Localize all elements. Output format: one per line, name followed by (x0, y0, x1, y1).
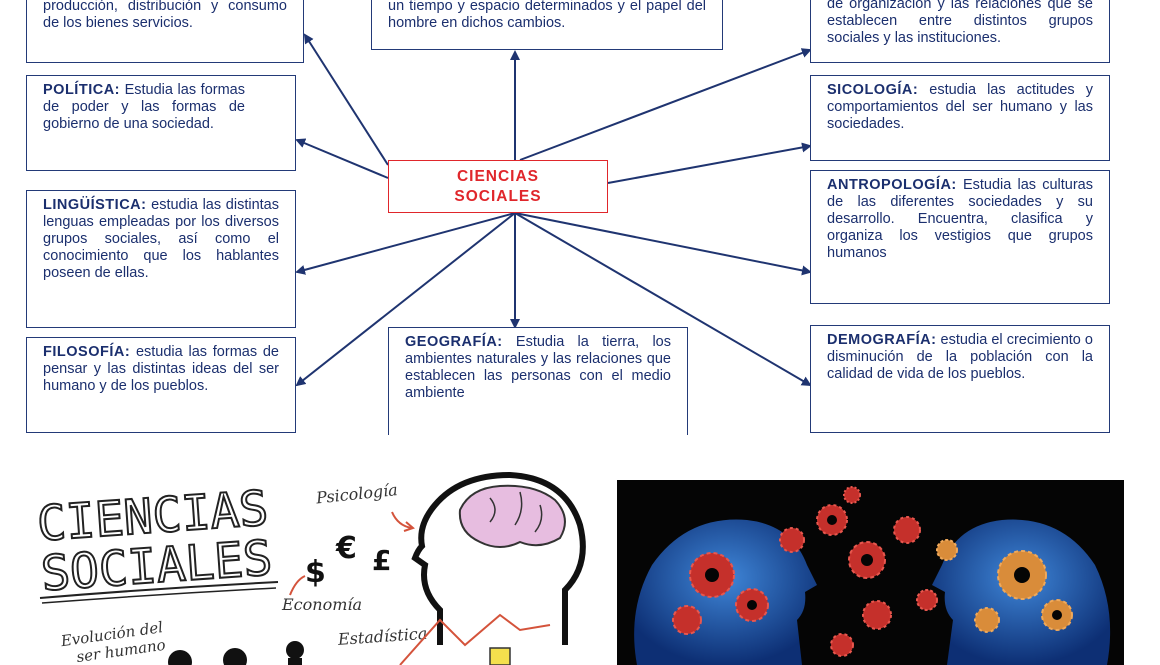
sketch-dollar-icon: $ (305, 555, 326, 590)
brain-icon (458, 484, 566, 548)
sketch-psicologia: Psicología (314, 480, 398, 508)
arrow-to-sociologia (519, 48, 812, 161)
box-politica: POLÍTICA: Estudia las formas de poder y … (26, 75, 296, 171)
linguistica-title: LINGÜÍSTICA: (43, 197, 147, 213)
person-silhouette-1 (168, 650, 192, 665)
statistics-chart-sketch (399, 613, 551, 665)
sketch-illustration: CIENCIAS SOCIALES Psicología € £ $ Econo… (20, 470, 590, 665)
gears-svg (634, 486, 1111, 665)
economia-text: producción, distribución y consumo de lo… (43, 0, 287, 31)
arrow-to-demografia (514, 212, 812, 387)
arrow-to-filosofia (295, 212, 516, 387)
center-line1: CIENCIAS (456, 168, 540, 185)
psicologia-arrow (391, 511, 413, 529)
arrow-to-sicologia (607, 142, 812, 184)
person-silhouette-2 (223, 648, 247, 665)
sketch-svg: CIENCIAS SOCIALES Psicología € £ $ Econo… (34, 471, 586, 665)
box-linguistica: LINGÜÍSTICA: estudia las distintas lengu… (26, 190, 296, 328)
box-filosofia: FILOSOFÍA: estudia las formas de pensar … (26, 337, 296, 433)
connector-arrows (295, 33, 812, 387)
box-historia: un tiempo y espacio determinados y el pa… (371, 0, 723, 50)
box-sociologia: de organización y las relaciones que se … (810, 0, 1110, 63)
arrow-to-linguistica (295, 212, 516, 275)
box-antropologia: ANTROPOLOGÍA: Estudia las culturas de la… (810, 170, 1110, 304)
center-ciencias-sociales: CIENCIAS SOCIALES (388, 160, 608, 213)
yellow-note (489, 647, 511, 665)
center-line2: SOCIALES (454, 188, 542, 205)
sketch-euro-icon: € (335, 531, 357, 566)
arrow-to-antropologia (514, 212, 812, 276)
demografia-title: DEMOGRAFÍA: (827, 332, 937, 348)
politica-text: Estudia las formas de poder y las formas… (43, 82, 245, 132)
sicologia-title: SICOLOGÍA: (827, 82, 919, 98)
sicologia-text: estudia las actitudes y comportamientos … (827, 82, 1093, 132)
geografia-title: GEOGRAFÍA: (405, 334, 503, 350)
economia-arrow (289, 575, 306, 596)
politica-title: POLÍTICA: (43, 82, 120, 98)
filosofia-text: estudia las formas de pensar y las disti… (43, 344, 279, 394)
underline-sketch (39, 581, 279, 599)
sketch-pound-icon: £ (372, 544, 391, 577)
gears-heads-image (617, 480, 1124, 665)
demografia-text: estudia el crecimiento o disminución de … (827, 332, 1093, 382)
antropologia-text: Estudia las culturas de las diferentes s… (827, 177, 1093, 261)
arrow-to-politica (295, 138, 389, 179)
historia-text: un tiempo y espacio determinados y el pa… (388, 0, 706, 31)
box-sicologia: SICOLOGÍA: estudia las actitudes y compo… (810, 75, 1110, 161)
antropologia-title: ANTROPOLOGÍA: (827, 177, 957, 193)
linguistica-text: estudia las distintas lenguas empleadas … (43, 197, 279, 281)
box-geografia: GEOGRAFÍA: Estudia la tierra, los ambien… (388, 327, 688, 435)
filosofia-title: FILOSOFÍA: (43, 344, 131, 360)
sociologia-text: de organización y las relaciones que se … (827, 0, 1093, 46)
person-silhouette-3 (286, 641, 304, 659)
box-demografia: DEMOGRAFÍA: estudia el crecimiento o dis… (810, 325, 1110, 433)
sketch-estadistica: Estadística (336, 624, 428, 649)
geografia-text: Estudia la tierra, los ambientes natural… (405, 334, 671, 401)
box-economia: producción, distribución y consumo de lo… (26, 0, 304, 63)
arrow-to-economia (303, 33, 389, 166)
sketch-economia: Economía (281, 595, 362, 614)
